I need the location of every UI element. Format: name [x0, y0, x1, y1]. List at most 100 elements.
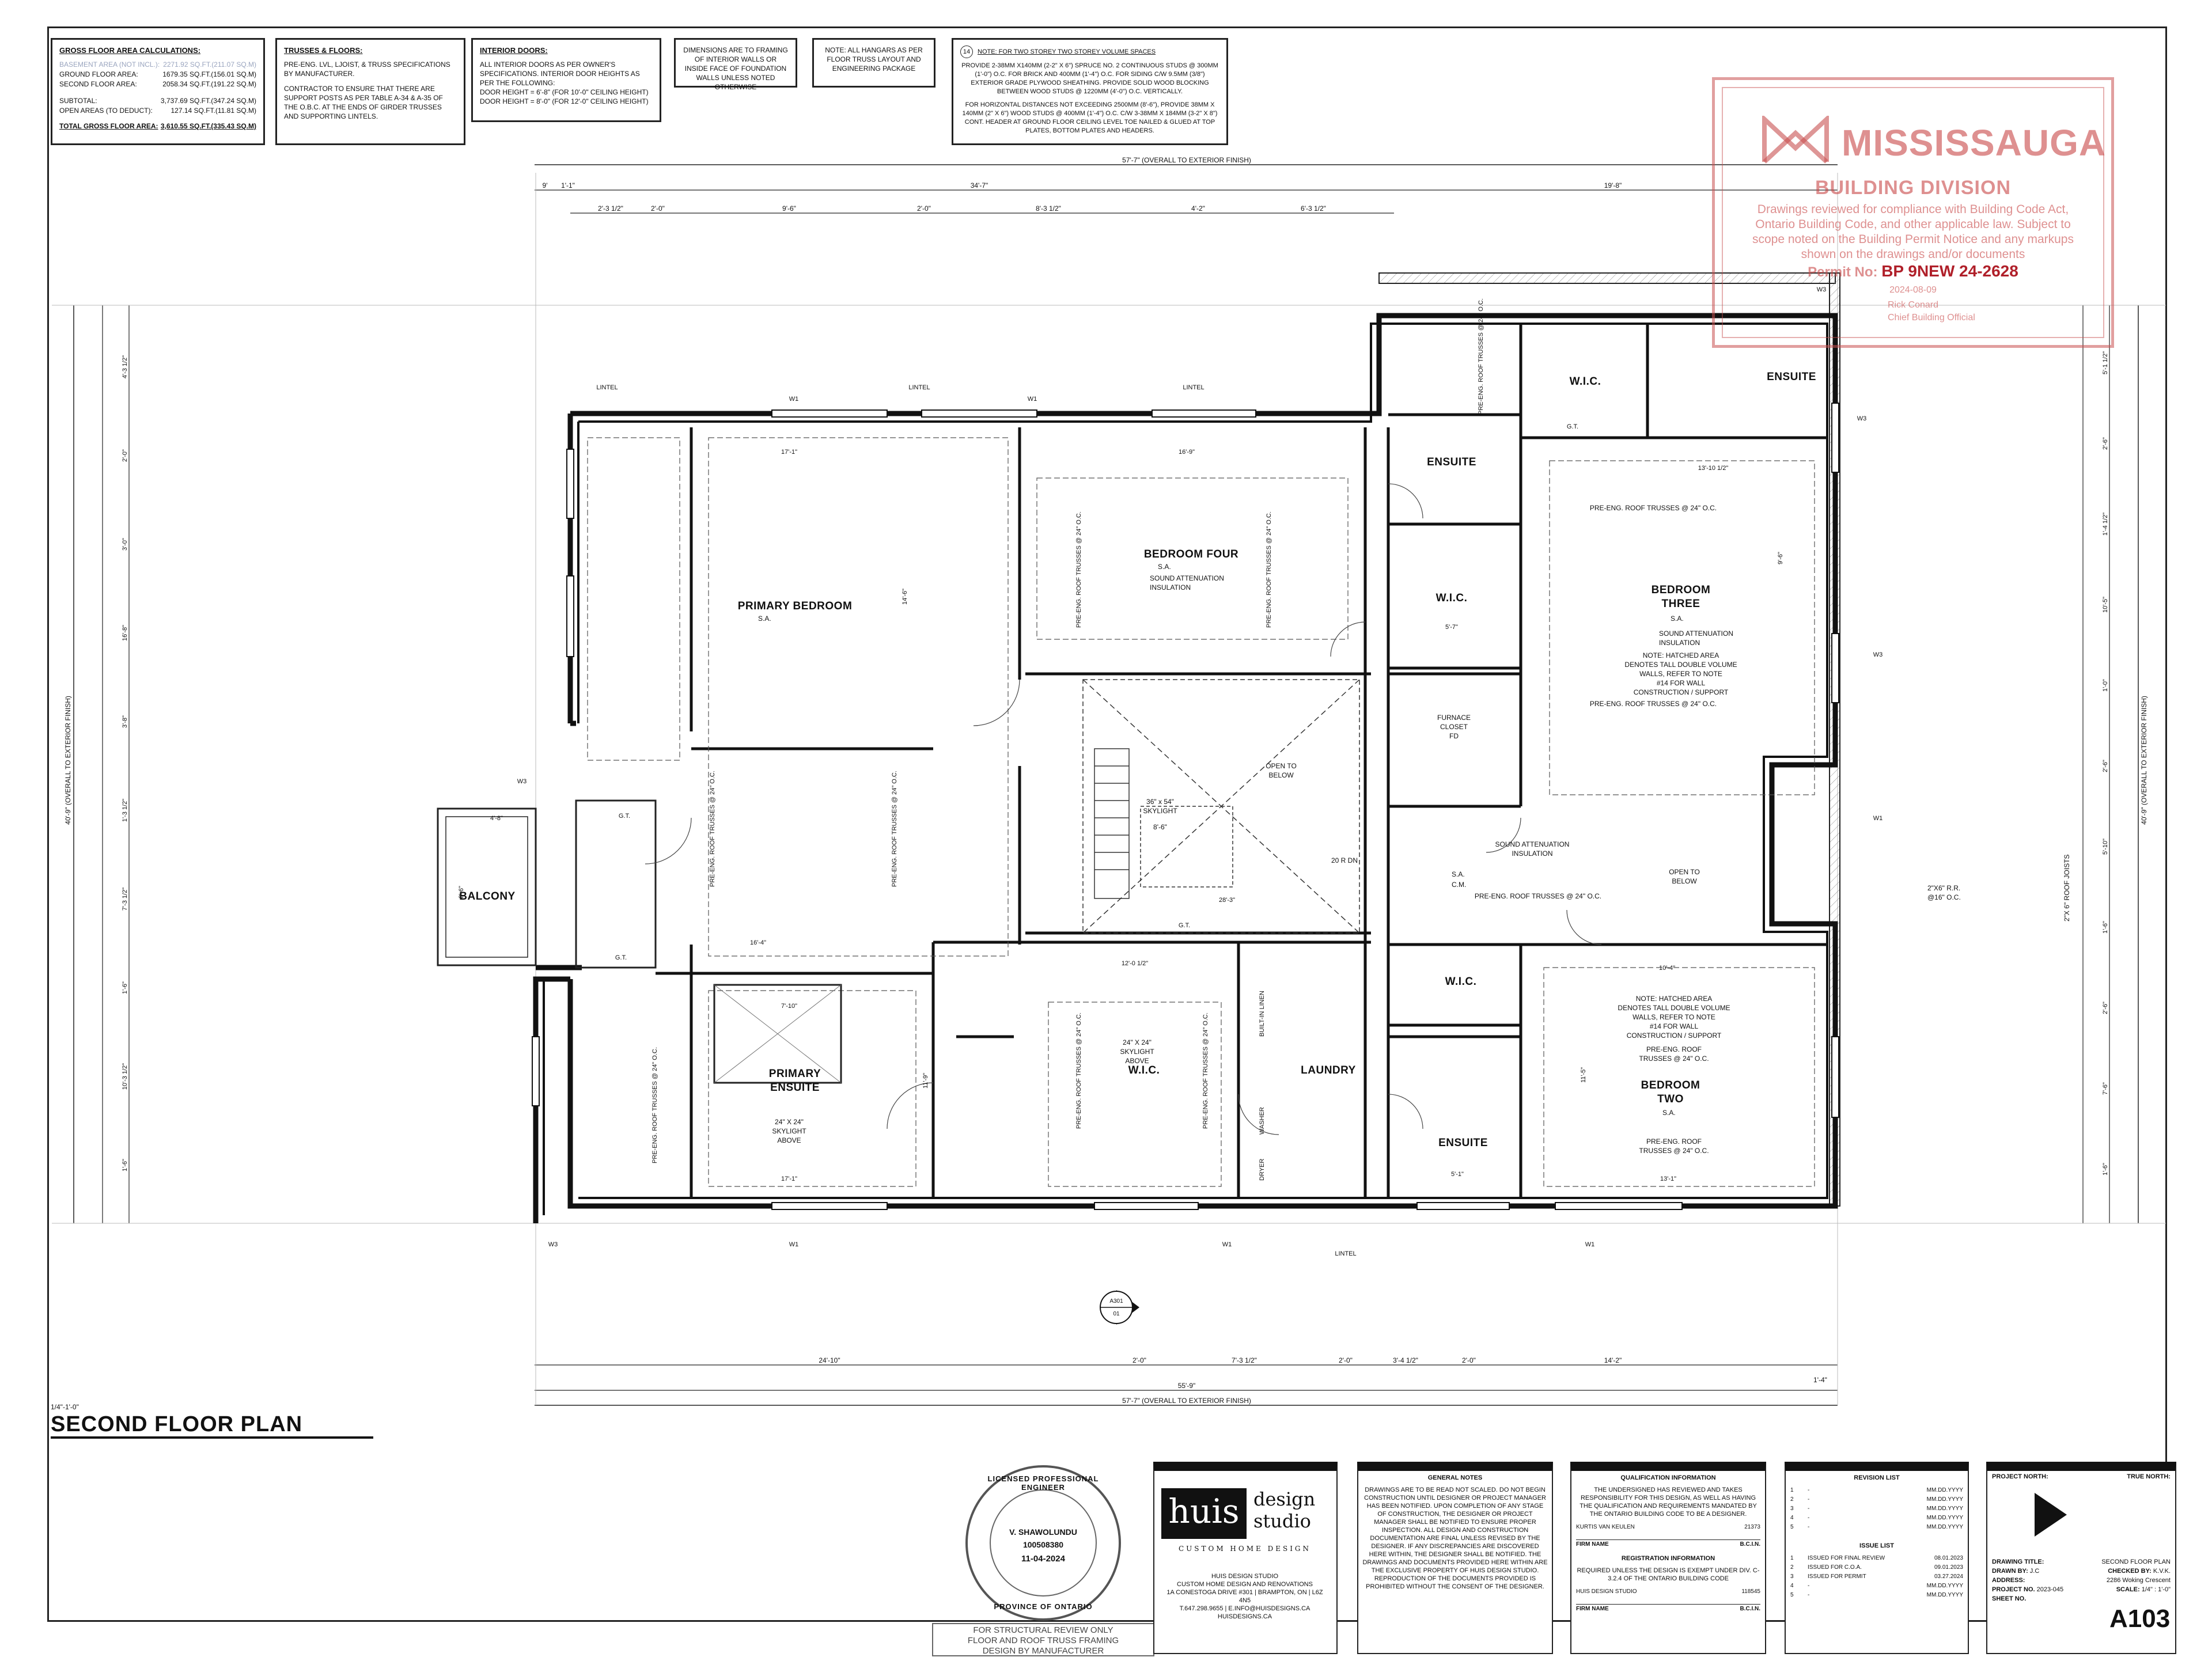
issue-row: 4-MM.DD.YYYY — [1790, 1583, 1963, 1589]
general-notes-text: DRAWINGS ARE TO BE READ NOT SCALED. DO N… — [1362, 1486, 1548, 1590]
gt-tag-2: G.T. — [1179, 922, 1190, 929]
wic-skylight-b: SKYLIGHT — [1120, 1048, 1154, 1056]
b2-sa-label: S.A. — [1662, 1109, 1676, 1117]
engineer-seal: LICENSED PROFESSIONAL ENGINEER V. SHAWOL… — [965, 1465, 1121, 1621]
room-bedroom-two-b: TWO — [1657, 1093, 1684, 1105]
furnace-label: FURNACE — [1437, 714, 1471, 722]
b4-sound-label: SOUND ATTENUATION — [1150, 574, 1224, 582]
room-ensuite-top: ENSUITE — [1427, 456, 1476, 468]
b2-hatched-4: #14 FOR WALL — [1650, 1022, 1699, 1030]
hangars-note-box: NOTE: ALL HANGARS AS PER FLOOR TRUSS LAY… — [812, 38, 935, 88]
window-tag-w1-f: W1 — [1873, 815, 1883, 822]
window-tag-w1-c: W1 — [1028, 396, 1037, 403]
company-address: HUIS DESIGN STUDIO CUSTOM HOME DESIGN AN… — [1166, 1573, 1323, 1620]
gt-tag-3: G.T. — [1567, 423, 1578, 430]
b4-insulation-label: INSULATION — [1150, 583, 1191, 591]
truss-note-v3: PRE-ENG. ROOF TRUSSES @ 24" O.C. — [1075, 511, 1082, 628]
primary-width-dim: 17'-1" — [781, 449, 797, 456]
pe-skylight-c: ABOVE — [777, 1136, 801, 1144]
b3-hatched-2: DENOTES TALL DOUBLE VOLUME — [1624, 661, 1737, 669]
second-dim-3: 9'-6" — [782, 204, 796, 213]
dimensions-note: DIMENSIONS ARE TO FRAMING OF INTERIOR WA… — [683, 46, 788, 91]
left-dim-label: 16'-8" — [122, 625, 128, 641]
right-dim-label: 7'-6" — [2102, 1082, 2109, 1095]
built-in-linen-label: BUILT-IN LINEN — [1259, 991, 1266, 1037]
issue-header: ISSUE LIST — [1859, 1542, 1894, 1549]
right-dim-label: 2'-6" — [2102, 760, 2109, 772]
wic-skylight-a: 24" X 24" — [1123, 1038, 1152, 1046]
mid-dim: 16'-4" — [750, 939, 766, 946]
room-wic-top: W.I.C. — [1570, 376, 1601, 388]
wic-mid-dim: 5'-7" — [1445, 624, 1458, 631]
revision-row: 3-MM.DD.YYYY — [1790, 1505, 1963, 1512]
window-tag-w3-d: W3 — [548, 1241, 558, 1248]
plan-title-underline — [51, 1436, 373, 1439]
sheet-number: A103 — [2109, 1605, 2171, 1633]
ens-bottom-dim: 5'-1" — [1451, 1171, 1464, 1178]
window-tag-w1-a: W1 — [789, 1241, 799, 1248]
overall-width-label-bottom: 57'-7" (OVERALL TO EXTERIOR FINISH) — [1122, 1397, 1251, 1405]
truss-note-v6: PRE-ENG. ROOF TRUSSES @ 24" O.C. — [1202, 1012, 1209, 1129]
room-bedroom-three: BEDROOM — [1652, 584, 1711, 596]
seal-top-text: LICENSED PROFESSIONAL ENGINEER — [987, 1474, 1099, 1492]
b4-width-dim: 16'-9" — [1179, 449, 1195, 456]
gross-area-row: GROUND FLOOR AREA:1679.35 SQ.FT.(156.01 … — [59, 70, 256, 78]
room-ensuite-right: ENSUITE — [1767, 371, 1816, 383]
stamp-permit: Permit No: BP 9NEW 24-2628 — [1808, 262, 2018, 280]
window-tag-w1-d: W1 — [1222, 1241, 1232, 1248]
ens-depth-dim: 11'-9" — [922, 1073, 929, 1089]
furnace-label-b: CLOSET — [1440, 723, 1468, 731]
doors-note-header: INTERIOR DOORS: — [480, 46, 548, 55]
top-dim-2: 1'-1" — [561, 181, 575, 189]
left-dim-label: 10'-3 1/2" — [122, 1063, 128, 1090]
gross-area-header: GROSS FLOOR AREA CALCULATIONS: — [59, 46, 201, 55]
left-dim-label: 1'-3 1/2" — [122, 799, 128, 822]
general-notes-header: GENERAL NOTES — [1427, 1474, 1483, 1481]
b3-depth-dim: 9'-6" — [1777, 552, 1784, 564]
stair-rdn-label: 20 R DN — [1331, 856, 1358, 864]
truss-note-v4: PRE-ENG. ROOF TRUSSES @ 24" O.C. — [1266, 511, 1272, 628]
volume-note-p1: PROVIDE 2-38MM X140MM (2-2" X 6") SPRUCE… — [961, 62, 1218, 95]
rr-oc-label: @16" O.C. — [1927, 893, 1961, 901]
volume-note-box: 14 NOTE: FOR TWO STOREY TWO STOREY VOLUM… — [952, 38, 1228, 145]
bottom-dim-1: 24'-10" — [819, 1356, 840, 1364]
subtotal-row: SUBTOTAL:3,737.69 SQ.FT.(347.24 SQ.M) — [59, 97, 256, 105]
b3-hatched-3: WALLS, REFER TO NOTE — [1639, 670, 1722, 678]
overall-depth-label-right: 40'-9" (OVERALL TO EXTERIOR FINISH) — [2140, 696, 2148, 825]
window-tag-w1-b: W1 — [789, 396, 799, 403]
hangars-note: NOTE: ALL HANGARS AS PER FLOOR TRUSS LAY… — [825, 46, 923, 73]
open-dim: 28'-3" — [1219, 897, 1235, 904]
left-dim-label: 4'-3 1/2" — [122, 355, 128, 378]
b2-trusses-d: TRUSSES @ 24" O.C. — [1639, 1147, 1709, 1155]
seal-number: 100508380 — [1022, 1540, 1064, 1549]
room-bedroom-three-b: THREE — [1662, 598, 1700, 610]
revision-row: 4-MM.DD.YYYY — [1790, 1515, 1963, 1521]
balcony-depth-dim: 8'-6" — [458, 886, 465, 898]
revision-row: 1-MM.DD.YYYY — [1790, 1487, 1963, 1493]
ens-top-dim: 7'-10" — [781, 1003, 797, 1010]
right-dim-label: 1'-6" — [2102, 1163, 2109, 1175]
top-dim-3: 34'-7" — [971, 181, 988, 189]
window-tag-w3-b: W3 — [1857, 415, 1867, 422]
b3-hatched-5: CONSTRUCTION / SUPPORT — [1634, 688, 1729, 696]
room-laundry: LAUNDRY — [1301, 1064, 1356, 1076]
hall-insulation-label: INSULATION — [1512, 850, 1552, 858]
revision-row: 2-MM.DD.YYYY — [1790, 1496, 1963, 1503]
stamp-brand: MISSISSAUGA — [1842, 122, 2107, 164]
right-dim-label: 5'-1 1/2" — [2102, 351, 2109, 374]
plan-scale-note: 1/4"-1'-0" — [51, 1403, 79, 1411]
interior-walls — [656, 324, 1827, 1198]
bottom-right-dim: 1'-4" — [1813, 1376, 1827, 1384]
room-wic-bottom: W.I.C. — [1445, 976, 1477, 988]
sheet-border — [47, 26, 2167, 1622]
truss-note-v7: PRE-ENG. ROOF TRUSSES @ 24" O.C. — [652, 1047, 658, 1163]
roof-joists-label: 2"X 6" ROOF JOISTS — [2063, 854, 2071, 921]
right-dims: 5'-1 1/2"2'-6"1'-4 1/2"10'-5"1'-0"2'-6"5… — [2102, 351, 2109, 1175]
truss-note-v5: PRE-ENG. ROOF TRUSSES @ 24" O.C. — [1075, 1012, 1082, 1129]
gt-tag-4: G.T. — [615, 954, 627, 961]
approval-stamp: MISSISSAUGA BUILDING DIVISION Drawings r… — [1712, 77, 2114, 348]
stamp-division: BUILDING DIVISION — [1815, 177, 2012, 199]
revision-row: 5-MM.DD.YYYY — [1790, 1524, 1963, 1530]
truss-note-v8: PRE-ENG. ROOF TRUSSES @ 24" O.C. — [1478, 298, 1484, 415]
